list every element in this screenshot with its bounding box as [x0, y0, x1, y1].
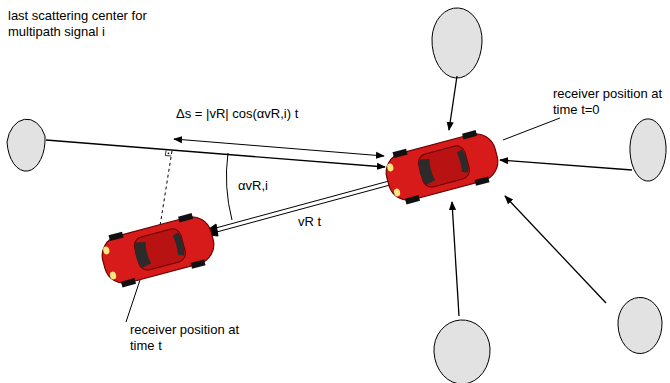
car — [97, 209, 219, 290]
leader-line — [126, 280, 140, 322]
angle-arc — [226, 153, 232, 220]
vector-label: vR t — [298, 214, 358, 230]
annotation: receiver position at time t — [130, 322, 250, 354]
formula-label: Δs = |vR| cos(αvR,i) t — [176, 106, 376, 122]
angle-label: αvR,i — [238, 178, 298, 194]
right-angle-dot — [168, 152, 170, 154]
distance-arrow — [174, 139, 384, 156]
right-angle-mark — [165, 151, 171, 157]
annotation: receiver position at time t=0 — [553, 86, 667, 118]
scatterer — [7, 8, 666, 383]
car — [381, 126, 503, 207]
annotation: last scattering center for multipath sig… — [8, 8, 178, 40]
perpendicular-line — [160, 151, 172, 226]
signal-path — [46, 76, 632, 316]
leader-line — [503, 118, 560, 140]
velocity-vector — [202, 178, 401, 236]
